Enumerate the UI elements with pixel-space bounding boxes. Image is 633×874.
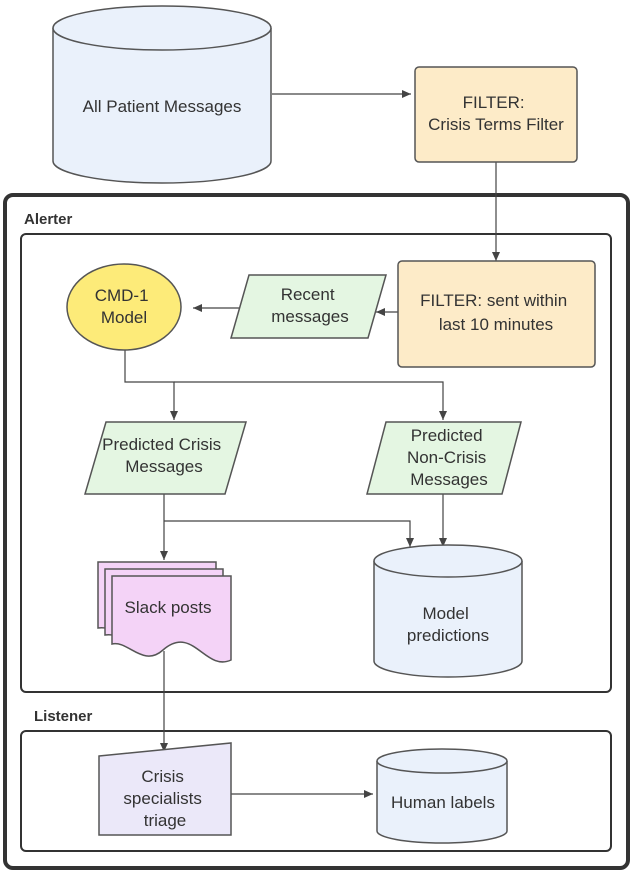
slack-posts-label: Slack posts [125,598,212,617]
time-filter-label: FILTER: sent within last 10 minutes [420,291,572,334]
alerter-group: Alerter [20,211,612,693]
crisis-terms-filter-node: FILTER: Crisis Terms Filter [414,66,578,163]
crisis-triage-label: Crisis specialists triage [123,767,206,830]
cmd1-model-node: CMD-1 Model [66,263,182,351]
cmd1-model-shape [66,263,182,351]
crisis-terms-filter-shape [414,66,578,163]
slack-posts-node: Slack posts [97,561,232,663]
edge-model-to-crisis [124,350,178,420]
recent-messages-label: Recent messages [271,285,348,326]
time-filter-shape [397,260,596,368]
human-labels-label: Human labels [391,793,495,812]
human-labels-top [376,748,508,774]
all-patient-messages-label: All Patient Messages [83,97,242,116]
human-labels-shape [376,761,508,844]
predicted-crisis-node: Predicted Crisis Messages [84,421,247,495]
all-patient-messages-node: All Patient Messages [52,5,272,184]
all-patient-messages-top [52,5,272,51]
slack-posts-front-sheet [111,575,232,663]
human-labels-node: Human labels [376,748,508,844]
predicted-crisis-shape [84,421,247,495]
outer-frame [3,193,630,870]
edge-crisis-to-predictions [164,520,414,547]
listener-title: Listener [34,708,93,725]
recent-messages-node: Recent messages [230,274,387,339]
alerter-title: Alerter [24,211,73,228]
predicted-non-crisis-label: Predicted Non-Crisis Messages [407,426,491,489]
edge-model-to-non-crisis [174,381,447,420]
predicted-crisis-label: Predicted Crisis Messages [102,435,226,476]
model-predictions-shape [373,561,523,678]
time-filter-node: FILTER: sent within last 10 minutes [397,260,596,368]
predicted-non-crisis-node: Predicted Non-Crisis Messages [366,421,522,495]
recent-messages-shape [230,274,387,339]
crisis-terms-filter-label: FILTER: Crisis Terms Filter [428,93,564,134]
predicted-non-crisis-shape [366,421,522,495]
cmd1-model-label: CMD-1 Model [95,286,154,327]
model-predictions-label: Model predictions [407,604,489,645]
crisis-triage-shape [98,742,232,836]
alerter-container [20,233,612,693]
model-predictions-top [373,544,523,578]
listener-group: Listener [20,708,612,852]
model-predictions-node: Model predictions [373,544,523,678]
edges [124,90,500,798]
all-patient-messages-shape [52,28,272,184]
listener-container [20,730,612,852]
crisis-triage-node: Crisis specialists triage [98,742,232,836]
